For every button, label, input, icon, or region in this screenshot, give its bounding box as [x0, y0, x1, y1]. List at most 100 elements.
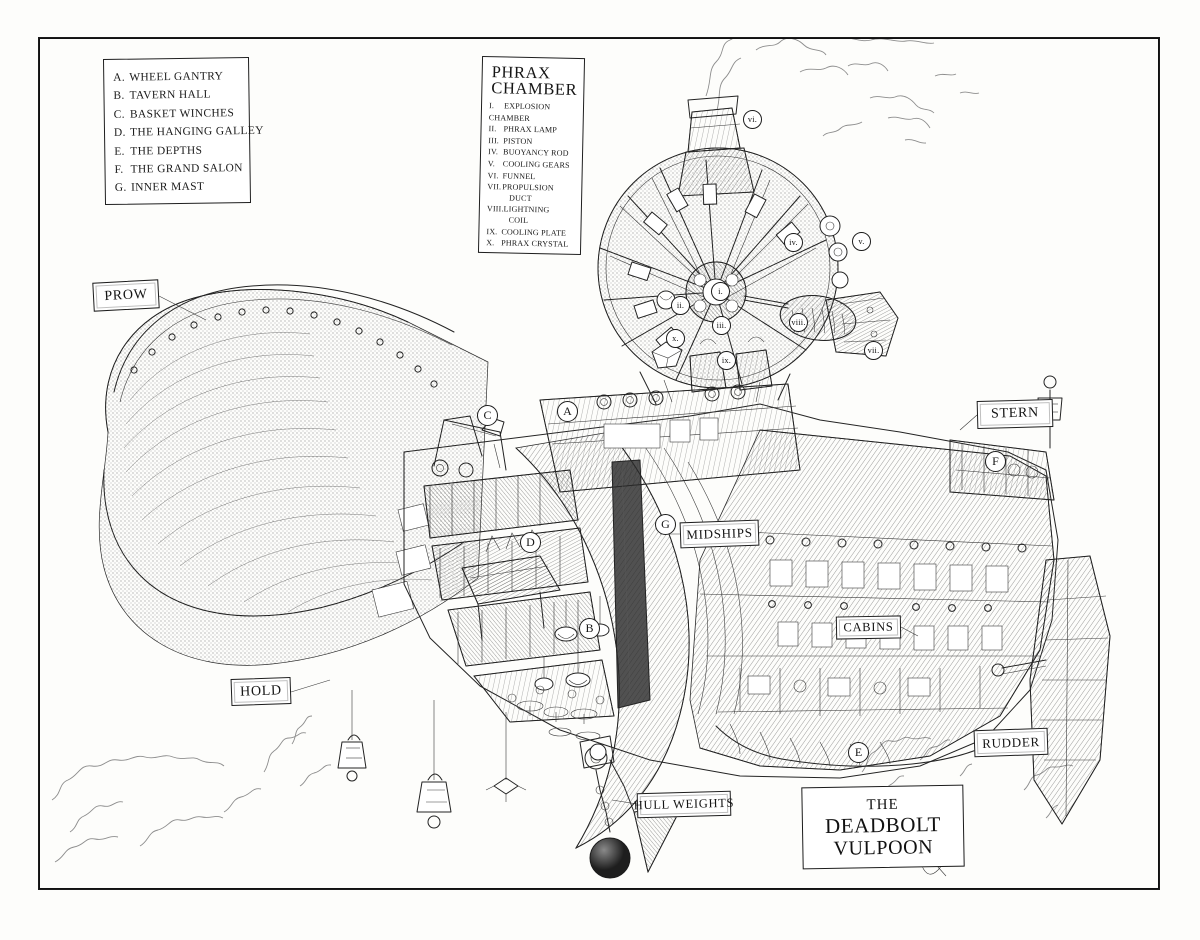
phrax-label-vi: Funnel: [502, 170, 536, 181]
legend-label-e: The Depths: [130, 144, 203, 158]
callout-roman-ii: ii.: [671, 296, 690, 315]
legend-key-c: C.: [113, 108, 126, 121]
main-hull: [403, 375, 1063, 849]
callout-roman-v: v.: [852, 232, 871, 251]
phrax-item-viii: viii.Lightning Coil: [487, 203, 578, 227]
ribbon-label-hull-weights: Hull Weights: [634, 790, 734, 819]
title-banner: The Deadbolt Vulpoon: [801, 784, 965, 870]
phrax-label-ii: Phrax Lamp: [503, 124, 558, 135]
callout-roman-viii: viii.: [789, 313, 808, 332]
title-line-2: Deadbolt: [824, 811, 942, 838]
legend-label-d: The Hanging Galley: [129, 125, 264, 139]
ribbon-label-midships: Midships: [679, 519, 760, 549]
phrax-key-iv: iv.: [487, 147, 499, 157]
legend-key-box: A. Wheel Gantry B. Tavern Hall C. Basket…: [102, 56, 264, 206]
phrax-key-i: i.: [488, 101, 495, 111]
ballast-spike: [485, 712, 527, 802]
ribbon-label-rudder: Rudder: [973, 727, 1049, 758]
ribbon-label-hold: Hold: [230, 676, 292, 707]
phrax-key-ix: ix.: [486, 226, 498, 236]
ribbon-label-prow: Prow: [92, 279, 160, 312]
legend-item-e: E. The Depths: [114, 141, 243, 161]
legend-key-g: G.: [114, 182, 127, 195]
callout-roman-ix: ix.: [717, 351, 736, 370]
legend-item-g: G. Inner Mast: [115, 178, 244, 198]
phrax-key-vi: vi.: [487, 170, 499, 180]
phrax-item-vii: vii.Propulsion Duct: [487, 181, 578, 205]
illustration-frame-border: [38, 37, 1160, 890]
legend-label-b: Tavern Hall: [129, 88, 212, 103]
phrax-label-viii: Lightning: [503, 204, 550, 215]
callout-a: A: [557, 401, 578, 422]
phrax-legend-title: Phrax Chamber: [482, 57, 584, 99]
cooling-gears: [819, 215, 849, 289]
prow-rivet-seam: [113, 284, 455, 403]
legend-label-g: Inner Mast: [130, 181, 205, 195]
callout-roman-vii: vii.: [864, 341, 883, 360]
legend-key-b: B.: [113, 90, 125, 103]
inner-mast-shaft: [611, 459, 651, 709]
pulley-block: [579, 735, 615, 769]
ballast-lantern-2: [416, 700, 452, 829]
phrax-item-x: x. Phrax Crystal: [486, 237, 577, 250]
smoke-plume: [705, 39, 980, 144]
ribbon-label-stern: Stern: [976, 399, 1054, 429]
prow-gasbag: [98, 284, 489, 666]
phrax-crystal: [651, 341, 683, 369]
title-line-1: The: [866, 796, 899, 813]
cloud-bank-left: [51, 715, 332, 863]
phrax-key-vii: vii.: [487, 182, 502, 192]
legend-item-f: F. The Grand Salon: [114, 159, 243, 179]
callout-b: B: [579, 618, 600, 639]
rudder-fin: [991, 555, 1111, 825]
legend-label-a: Wheel Gantry: [129, 70, 224, 84]
phrax-chamber-engine: [597, 95, 899, 405]
ballast-lantern-1: [337, 690, 367, 782]
phrax-label-ix: Cooling Plate: [501, 226, 567, 238]
callout-roman-iii: iii.: [712, 316, 731, 335]
phrax-legend-title-line2: Chamber: [491, 78, 578, 99]
legend-label-f: The Grand Salon: [130, 162, 243, 176]
callout-f: F: [985, 451, 1006, 472]
hanging-galley: [461, 529, 561, 641]
legend-key-d: D.: [113, 126, 126, 140]
phrax-key-v: v.: [487, 159, 496, 169]
legend-key-a: A.: [113, 71, 126, 84]
legend-key-list: A. Wheel Gantry B. Tavern Hall C. Basket…: [104, 58, 264, 198]
legend-key-e: E.: [114, 145, 125, 158]
legend-item-b: B. Tavern Hall: [113, 85, 242, 105]
ribbon-label-cabins: Cabins: [835, 615, 902, 640]
callout-e: E: [848, 742, 869, 763]
title-line-3: Vulpoon: [833, 835, 934, 860]
phrax-key-ii: ii.: [488, 124, 497, 134]
callout-d: D: [520, 532, 541, 553]
ballast-wrecking-ball: [584, 746, 631, 879]
legend-item-a: A. Wheel Gantry: [113, 67, 242, 87]
phrax-label-iv: Buoyancy Rod: [502, 147, 569, 159]
phrax-key-iii: iii.: [488, 135, 500, 146]
callout-c: C: [477, 405, 498, 426]
phrax-label-x: Phrax Crystal: [501, 238, 569, 249]
callout-g: G: [655, 514, 676, 535]
phrax-lamp: [656, 290, 676, 310]
phrax-legend-list: i.Explosion Chamber ii. Phrax Lamp iii.Pi…: [479, 96, 583, 251]
legend-label-c: Basket Winches: [129, 107, 235, 121]
phrax-item-i: i.Explosion Chamber: [489, 100, 580, 125]
callout-roman-iv: iv.: [784, 233, 803, 252]
legend-item-c: C. Basket Winches: [114, 104, 243, 124]
callout-roman-x: x.: [666, 329, 685, 348]
phrax-chamber-legend-box: Phrax Chamber i.Explosion Chamber ii. Phr…: [477, 55, 586, 256]
wheel-gantry-deck: [539, 383, 801, 493]
phrax-key-viii: viii.: [486, 204, 504, 214]
callout-roman-i: i.: [711, 282, 730, 301]
callout-roman-vi: vi.: [743, 110, 762, 129]
propulsion-duct: [825, 291, 899, 357]
phrax-label-v: Cooling Gears: [502, 159, 570, 170]
phrax-key-x: x.: [486, 238, 495, 248]
hull-plating-starboard: [689, 429, 1055, 771]
legend-key-f: F.: [114, 163, 124, 176]
phrax-label-vii: Propulsion: [502, 182, 554, 193]
phrax-label-iii: Piston: [503, 136, 533, 146]
